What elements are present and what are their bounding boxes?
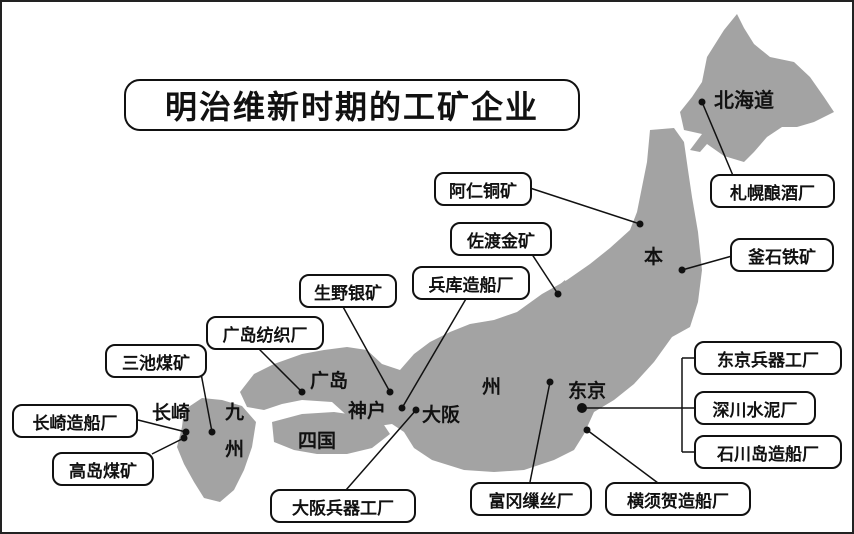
- region-kyushu: 九州: [222, 402, 244, 476]
- dot-kobe: [398, 404, 406, 412]
- place-nagasaki: 长崎: [152, 402, 191, 424]
- shikoku-landmass: [272, 412, 390, 454]
- connector-hyogo: [401, 291, 471, 409]
- dot-sado: [554, 290, 562, 298]
- connector-hiroshima: [256, 346, 303, 393]
- dot-ani: [636, 220, 644, 228]
- region-shikoku: 四国: [298, 430, 337, 452]
- place-kobe: 神户: [348, 400, 387, 422]
- label-hyogo-shipyard: 兵库造船厂: [412, 266, 530, 300]
- label-ikuno-silver-mine: 生野银矿: [299, 274, 397, 308]
- place-tokyo: 东京: [568, 380, 607, 402]
- region-honshu-mid: 州: [482, 376, 502, 398]
- region-hokkaido: 北海道: [714, 88, 774, 112]
- label-sapporo-brewery: 札幌酿酒厂: [710, 174, 835, 208]
- label-tokyo-arsenal: 东京兵器工厂: [694, 341, 842, 375]
- dot-hiroshima: [298, 388, 306, 396]
- label-yokosuka-shipyard: 横须贺造船厂: [605, 482, 751, 516]
- place-osaka: 大阪: [422, 404, 461, 426]
- dot-nagasaki: [182, 428, 190, 436]
- label-nagasaki-shipyard: 长崎造船厂: [12, 404, 138, 438]
- connector-kamaishi: [681, 255, 733, 271]
- label-miike-coal-mine: 三池煤矿: [105, 344, 207, 378]
- dot-tomioka: [546, 378, 554, 386]
- connector-miike: [199, 367, 213, 433]
- region-honshu-top: 本: [644, 246, 664, 268]
- label-tomioka-silk-mill: 富冈缫丝厂: [470, 482, 592, 516]
- label-ani-copper-mine: 阿仁铜矿: [434, 172, 532, 206]
- label-sado-gold-mine: 佐渡金矿: [450, 222, 552, 256]
- place-hiroshima: 广岛: [310, 370, 349, 392]
- connector-lines: [137, 101, 735, 491]
- connector-sapporo: [701, 101, 735, 179]
- kyushu-landmass: [177, 398, 256, 502]
- label-kamaishi-iron-mine: 釜石铁矿: [730, 238, 834, 272]
- dot-tokyo: [577, 403, 587, 413]
- connector-ikuno: [341, 304, 391, 393]
- label-takashima-coal-mine: 高岛煤矿: [52, 452, 154, 486]
- honshu-landmass: [240, 128, 702, 472]
- label-hiroshima-spinning-mill: 广岛纺织厂: [206, 316, 324, 350]
- connector-osaka: [345, 409, 417, 491]
- dot-yokosuka: [583, 426, 591, 434]
- dot-sapporo: [698, 98, 706, 106]
- hokkaido-landmass: [680, 14, 834, 162]
- sado-island: [556, 280, 567, 304]
- dot-kamaishi: [678, 266, 686, 274]
- label-osaka-arsenal: 大阪兵器工厂: [270, 489, 416, 523]
- connector-nagasaki: [137, 419, 187, 433]
- connector-ani: [529, 187, 641, 225]
- dot-osaka: [412, 406, 420, 414]
- connector-yokosuka: [586, 429, 659, 484]
- dot-ikuno: [386, 388, 394, 396]
- dot-miike: [208, 428, 216, 436]
- label-ishikawajima-shipyard: 石川岛造船厂: [694, 435, 842, 469]
- connector-tomioka: [529, 381, 551, 483]
- label-fukagawa-cement: 深川水泥厂: [694, 391, 816, 425]
- site-dots: [180, 98, 706, 442]
- dot-takashima: [180, 434, 188, 442]
- connector-takashima: [151, 437, 185, 455]
- map-title: 明治维新时期的工矿企业: [124, 79, 580, 131]
